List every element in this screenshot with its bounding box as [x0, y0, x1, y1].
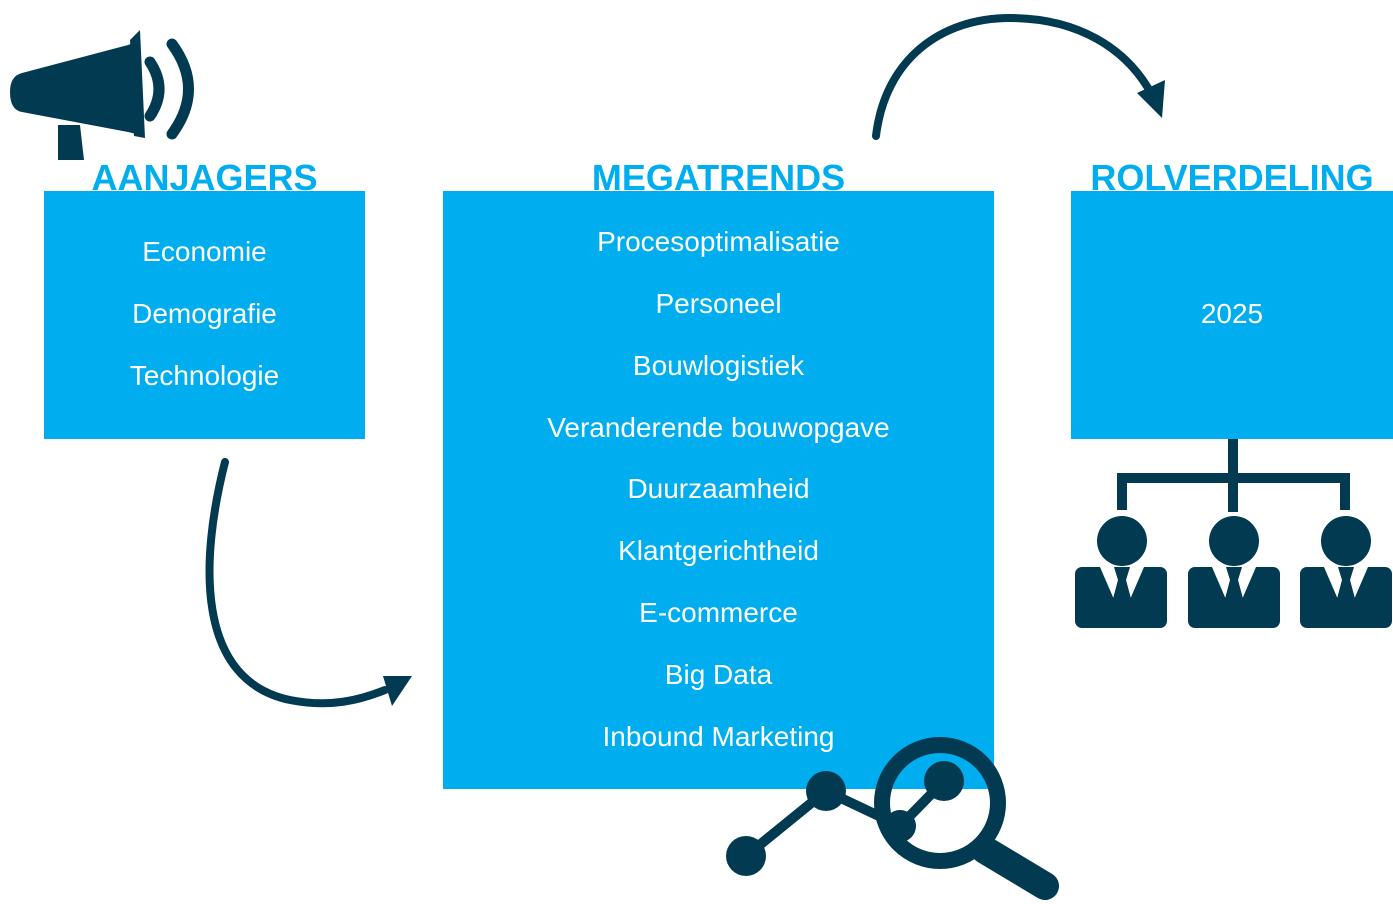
megatrend-item-bouwlogistiek: Bouwlogistiek: [632, 350, 805, 381]
megatrend-item-duurzaamheid: Duurzaamheid: [627, 473, 810, 504]
megatrend-item-personeel: Personeel: [655, 288, 782, 319]
person-icon: [1300, 516, 1392, 628]
curved-arrow-icon: [205, 458, 412, 708]
org-chart-icon: [1117, 439, 1350, 512]
data-graph-icon: [726, 761, 964, 876]
megaphone-icon: [10, 30, 194, 160]
person-icon: [1075, 516, 1167, 628]
megatrend-item-big-data: Big Data: [664, 659, 773, 690]
megatrend-item-procesoptimalisatie: Procesoptimalisatie: [597, 226, 840, 257]
aanjagers-item-technologie: Technologie: [129, 360, 280, 391]
curved-arrow-icon: [872, 13, 1165, 140]
megatrend-item-veranderende-bouwopgave: Veranderende bouwopgave: [547, 412, 890, 443]
megatrend-item-inbound-marketing: Inbound Marketing: [602, 721, 835, 752]
rolverdeling-box: 2025: [1071, 191, 1393, 439]
megatrend-item-klantgerichtheid: Klantgerichtheid: [618, 535, 819, 566]
megatrends-heading: MEGATRENDS: [591, 157, 846, 198]
magnifier-icon: [874, 737, 1059, 900]
aanjagers-heading: AANJAGERS: [91, 157, 318, 198]
megatrends-box: Procesoptimalisatie Personeel Bouwlogist…: [443, 191, 994, 789]
megatrend-item-e-commerce: E-commerce: [639, 597, 798, 628]
aanjagers-item-demografie: Demografie: [132, 298, 277, 329]
person-icon: [1188, 516, 1280, 628]
rolverdeling-heading: ROLVERDELING: [1090, 157, 1374, 198]
aanjagers-item-economie: Economie: [142, 236, 267, 267]
aanjagers-box: Economie Demografie Technologie: [44, 191, 365, 439]
rolverdeling-year: 2025: [1200, 298, 1264, 329]
